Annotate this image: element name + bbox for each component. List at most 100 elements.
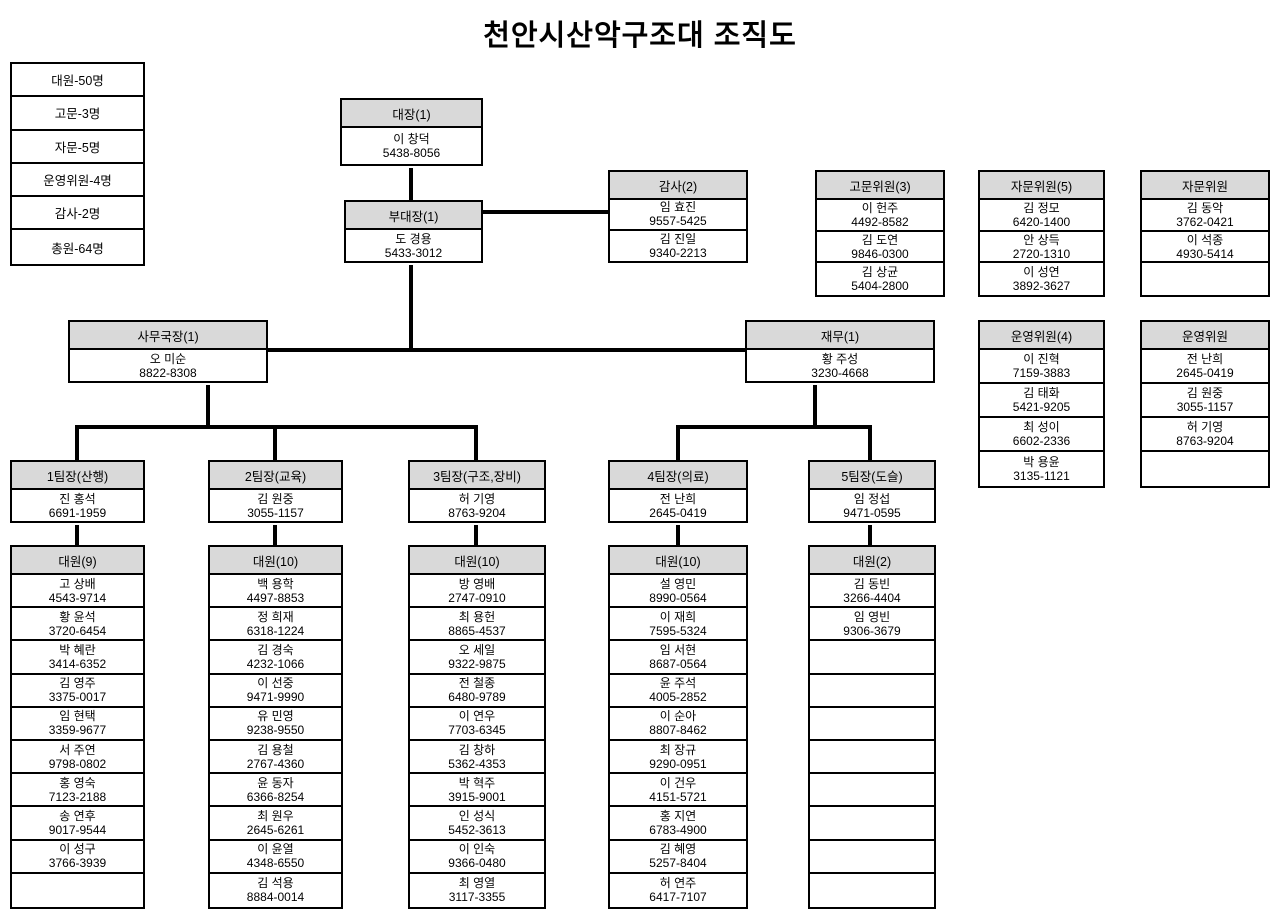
connector-line	[273, 525, 277, 545]
member-name: 이 선중	[257, 676, 294, 691]
member-name: 박 혁주	[458, 775, 496, 790]
member-name: 오 세일	[458, 642, 496, 657]
summary-row: 대원-50명	[12, 64, 143, 98]
member-name: 이 창덕	[393, 132, 430, 146]
member-name: 도 경용	[395, 231, 432, 246]
member-phone: 4151-5721	[649, 789, 707, 804]
summary-row: 자문-5명	[12, 131, 143, 164]
member-name: 임 정섭	[853, 491, 891, 506]
member-name: 오 미순	[149, 351, 187, 366]
member-name: 임 효진	[659, 200, 697, 215]
summary-row: 총원-64명	[51, 241, 104, 256]
member-name: 김 상균	[861, 265, 899, 280]
member-phone: 9017-9544	[48, 822, 107, 837]
connector-line	[676, 525, 680, 545]
connector-line	[409, 168, 413, 200]
member-name: 김 경숙	[257, 642, 294, 657]
member-phone: 9846-0300	[851, 246, 909, 261]
member-phone: 9471-9990	[246, 690, 305, 705]
member-phone: 3117-3355	[448, 890, 506, 905]
member-phone: 3055-1157	[247, 505, 304, 520]
member-name: 안 상득	[1023, 232, 1060, 247]
member-phone: 6480-9789	[448, 690, 506, 705]
member-name: 정 희재	[257, 609, 294, 624]
connector-line	[868, 425, 872, 460]
box-title: 자문위원	[1142, 172, 1268, 200]
member-phone: 8763-9204	[448, 505, 506, 520]
member-name: 윤 주석	[659, 676, 697, 691]
chart-title: 천안시산악구조대 조직도	[483, 20, 797, 52]
member-name: 김 원중	[1186, 386, 1224, 400]
summary-row: 운영위원-4명	[12, 164, 143, 198]
member-phone: 3055-1157	[1176, 400, 1234, 414]
connector-line	[75, 525, 79, 545]
connector-line	[268, 348, 745, 352]
member-phone: 9322-9875	[448, 656, 506, 671]
member-phone: 5257-8404	[649, 856, 707, 871]
member-phone: 2720-1310	[1012, 246, 1071, 261]
member-phone: 5433-3012	[384, 245, 443, 260]
empty-cell	[12, 874, 143, 907]
box-title: 사무국장(1)	[70, 322, 266, 350]
member-phone: 2645-0419	[649, 505, 707, 520]
member-name: 박 용윤	[1023, 455, 1060, 469]
member-phone: 3892-3627	[1012, 279, 1071, 294]
member-phone: 3762-0421	[1176, 214, 1234, 229]
member-name: 최 영열	[458, 876, 496, 891]
connector-line	[481, 210, 608, 214]
member-phone: 6366-8254	[246, 789, 305, 804]
member-phone: 8865-4537	[448, 623, 506, 638]
box-title: 운영위원(4)	[980, 322, 1103, 350]
box-title: 재무(1)	[747, 322, 933, 350]
member-name: 전 철종	[458, 676, 496, 691]
member-name: 전 난희	[659, 491, 697, 506]
empty-cell	[1142, 452, 1268, 486]
member-phone: 4930-5414	[1176, 246, 1234, 261]
empty-cell	[810, 675, 934, 708]
member-phone: 6783-4900	[649, 822, 707, 837]
member-name: 김 용철	[257, 742, 294, 757]
member-name: 전 난희	[1186, 352, 1224, 366]
member-name: 최 용헌	[458, 609, 496, 624]
member-phone: 3414-6352	[48, 656, 107, 671]
member-phone: 3359-9677	[48, 723, 107, 738]
member-name: 홍 영숙	[59, 775, 96, 790]
member-phone: 4348-6550	[246, 856, 305, 871]
member-phone: 5421-9205	[1012, 400, 1071, 414]
member-phone: 8884-0014	[246, 890, 305, 905]
member-phone: 8763-9204	[1176, 434, 1234, 448]
connector-line	[409, 265, 413, 352]
member-name: 김 석용	[257, 876, 294, 891]
connector-line	[206, 385, 210, 429]
